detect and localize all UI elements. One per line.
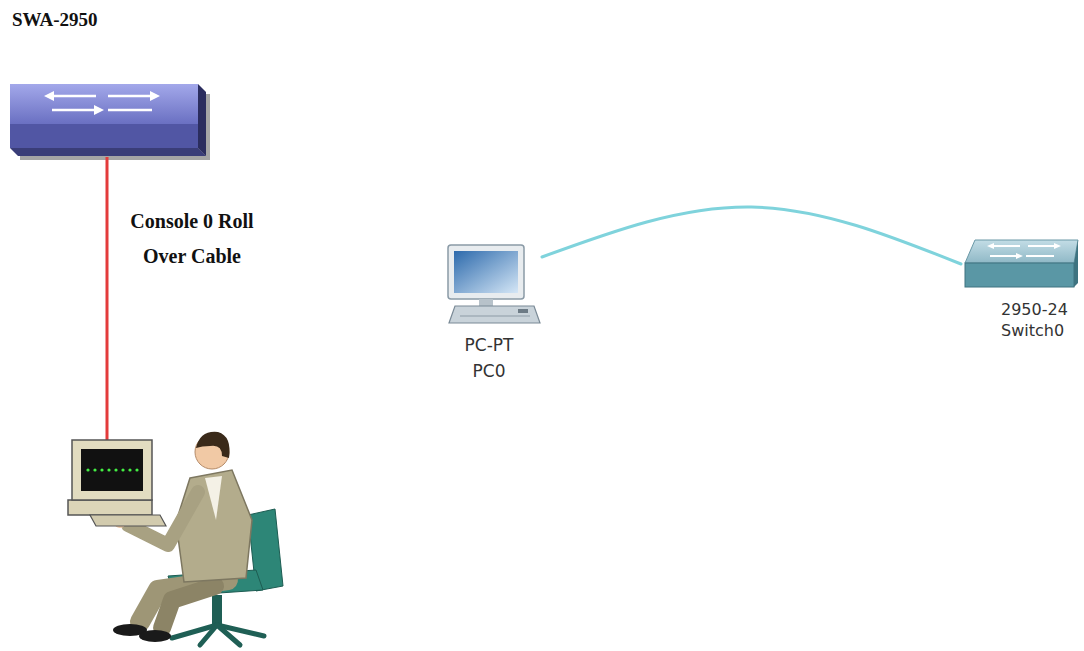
device-label: PC-PT — [436, 332, 542, 358]
switch-front — [10, 124, 198, 148]
screen-dot — [93, 468, 96, 471]
operator-jacket — [176, 470, 252, 582]
arrow-line — [52, 109, 96, 112]
arrow-head — [987, 243, 994, 249]
arrow-line — [990, 255, 1018, 257]
arrow-line — [1026, 255, 1054, 257]
arrow-head — [1054, 243, 1061, 249]
pc-base — [449, 306, 540, 323]
arrow-line — [108, 95, 152, 98]
screen-dot — [100, 468, 103, 471]
switch-node: 2950-24Switch0 — [961, 238, 1080, 341]
switch-top — [10, 84, 198, 124]
device-label: PC0 — [436, 358, 542, 384]
screen-dot — [86, 468, 89, 471]
arrow-head — [1016, 253, 1023, 259]
chair-leg — [217, 625, 240, 645]
screen-dot — [135, 468, 138, 471]
screen-dot — [114, 468, 117, 471]
computer-keyboard — [90, 515, 166, 526]
arrow-line — [1028, 245, 1056, 247]
computer-case — [68, 500, 152, 515]
chair-post — [212, 595, 222, 625]
pc-base-line — [460, 316, 530, 317]
arrow-head — [94, 105, 104, 115]
device-label: Switch0 — [1001, 320, 1080, 341]
console-cable — [106, 157, 109, 440]
pc-screen — [454, 251, 518, 293]
network-cable — [542, 207, 961, 264]
device-label: 2950-24 — [1001, 299, 1080, 320]
switch-icon — [10, 84, 210, 160]
switch-arrows — [52, 96, 152, 110]
arrow-line — [108, 109, 152, 112]
switch-front — [965, 263, 1074, 287]
operator-hair — [196, 432, 230, 458]
arrow-line — [992, 245, 1020, 247]
arrow-head — [150, 91, 160, 101]
arrow-line — [52, 95, 96, 98]
arrow-head — [44, 91, 54, 101]
switch-side — [198, 84, 206, 156]
screen-dot — [128, 468, 131, 471]
pc-monitor — [448, 245, 524, 299]
pc-drive — [518, 309, 528, 313]
operator-shirt — [205, 476, 222, 520]
cable-label: Console 0 Roll Over Cable — [126, 204, 258, 274]
switch-arrowheads — [44, 91, 160, 115]
pc-icon — [448, 245, 540, 323]
screen-dots — [86, 468, 138, 471]
pc-node: PC-PTPC0 — [436, 243, 542, 384]
switch-side — [1074, 240, 1078, 287]
screen-dot — [121, 468, 124, 471]
operator-leg — [162, 586, 215, 628]
chair-base — [172, 625, 264, 645]
screen-dot — [107, 468, 110, 471]
device-label: SWA-2950 — [12, 8, 210, 32]
switch-icon — [965, 240, 1078, 287]
chair-leg — [200, 625, 217, 645]
switch-node: SWA-2950 — [8, 6, 210, 158]
switch-arrows — [990, 246, 1056, 256]
operator-shoe — [139, 630, 171, 642]
computer-monitor — [72, 440, 152, 500]
switch-top — [965, 240, 1078, 263]
switch-arrowheads — [987, 243, 1061, 259]
switch-bottom — [10, 148, 206, 156]
computer-screen — [81, 449, 143, 491]
operator-illustration — [68, 432, 283, 645]
pc-neck — [479, 299, 493, 306]
